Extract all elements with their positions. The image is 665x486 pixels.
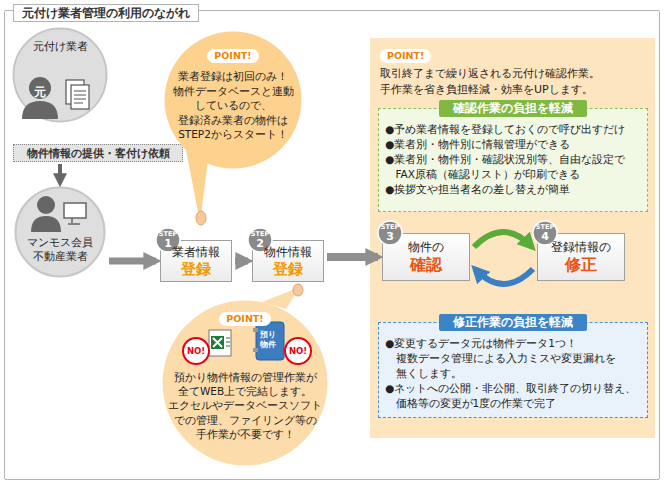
point-tag: POINT!	[380, 49, 431, 63]
circle-shape	[16, 188, 105, 277]
drawing-part	[256, 322, 284, 360]
step-badge-word: STEP	[381, 224, 399, 231]
hand-icon	[196, 211, 206, 225]
benefit-box: 修正作業の負担を軽減●変更するデータ元は物件データ1つ！ 複数データ管理による入…	[378, 322, 648, 418]
flow-arrow	[235, 258, 248, 265]
step-action: 修正	[565, 255, 597, 274]
step-badge: STEP3	[377, 220, 403, 246]
drawing-part	[37, 196, 55, 214]
drawing-part	[29, 77, 51, 99]
step-label: 物件情報	[264, 245, 312, 260]
flow-arrow	[327, 253, 378, 261]
bullet-text: ●挨拶文や担当者名の差し替えが簡単	[385, 182, 641, 197]
callout-tail	[186, 150, 208, 222]
drawing-part	[68, 218, 80, 224]
band-label: 物件情報の提供・客付け依頼	[18, 146, 178, 161]
callout-text: 預かり物件情報の管理作業が 全てWEB上で完結します。 エクセルやデータベースソ…	[168, 370, 322, 441]
flow-arrow	[474, 232, 532, 247]
point-tag: POINT!	[207, 49, 258, 63]
flow-arrow	[475, 269, 533, 284]
document-icon	[66, 80, 89, 109]
bullet-text: ●業者別・物件別・確認状況別等、自由な設定で FAX原稿（確認リスト）が印刷でき…	[385, 152, 641, 182]
excel-icon	[209, 330, 231, 356]
drawing-part	[74, 91, 86, 103]
step-number: 4	[541, 231, 549, 242]
step-action: 確認	[410, 255, 442, 274]
flow-arrow	[58, 164, 62, 183]
process-box: STEP4登録情報の修正	[537, 233, 625, 281]
box-heading: 修正作業の負担を軽減	[439, 314, 587, 331]
process-box: STEP2物件情報登録	[252, 240, 324, 282]
label-holder: 元	[34, 81, 46, 100]
drawing-part	[213, 338, 222, 347]
diagram-title: 元付け業者管理の利用のながれ	[13, 4, 199, 22]
step-badge-word: STEP	[159, 231, 177, 238]
drawing-part	[31, 216, 61, 232]
point-callout: POINT! 預かり物件情報の管理作業が 全てWEB上で完結します。 エクセルやデ…	[161, 299, 329, 467]
person-icon	[22, 77, 58, 119]
outer-frame: 元付け業者管理の利用のながれ元付け業者物件情報の提供・客付け依頼マンモス会員 不…	[4, 10, 660, 480]
actor-label: 元付け業者	[12, 27, 108, 54]
drawing-part	[71, 85, 89, 109]
point-text: 取引終了まで繰り返される元付け確認作業。 手作業を省き負担軽減・効率をUPします…	[380, 66, 645, 98]
box-heading: 確認作業の負担を軽減	[439, 100, 587, 117]
step-badge-word: STEP	[536, 224, 554, 231]
drawing-part	[211, 336, 224, 349]
no-badge: NO!	[182, 337, 210, 365]
drawing-part	[22, 101, 58, 119]
point-callout: POINT! 業者登録は初回のみ！ 物件データベースと連動 しているので、 登録済…	[163, 30, 303, 170]
step-number: 3	[386, 231, 394, 242]
drawing-part	[209, 330, 231, 356]
bullet-text: ●予め業者情報を登録しておくので呼び出すだけ	[385, 122, 641, 137]
label-holder: NO!	[182, 337, 210, 365]
drawing-part	[226, 338, 230, 346]
drawing-part	[253, 328, 258, 332]
callout-text: 業者登録は初回のみ！ 物件データベースと連動 しているので、 登録済み業者の物件…	[170, 69, 296, 142]
icon-letter: 元	[34, 85, 46, 99]
member-icon	[31, 196, 86, 232]
binder-icon	[253, 322, 284, 360]
binder-label: 預り物件	[260, 330, 277, 350]
drawing-part	[64, 203, 86, 218]
bullet-text: ●変更するデータ元は物件データ1つ！ 複数データ管理による入力ミスや変更漏れを …	[385, 336, 641, 381]
step-label: 物件の	[408, 240, 444, 255]
step-action: 登録	[181, 260, 211, 278]
step-number: 1	[164, 238, 172, 249]
step-action: 登録	[273, 260, 303, 278]
point-tag: POINT!	[219, 312, 270, 326]
circle-shape	[165, 32, 302, 169]
step-badge-word: STEP	[251, 231, 269, 238]
step-label: 登録情報の	[551, 240, 611, 255]
label-holder: 預り物件	[260, 330, 277, 351]
step-number: 2	[256, 238, 264, 249]
process-box: STEP1業者情報登録	[160, 240, 232, 282]
no-badge: NO!	[284, 337, 312, 365]
label-holder: NO!	[284, 337, 312, 365]
point-panel: POINT! 取引終了まで繰り返される元付け確認作業。 手作業を省き負担軽減・効率…	[370, 38, 655, 438]
step-label: 業者情報	[172, 245, 220, 260]
circle-shape	[163, 301, 328, 466]
benefit-box: 確認作業の負担を軽減●予め業者情報を登録しておくので呼び出すだけ●業者別・物件別…	[378, 108, 648, 212]
badge-shape	[378, 221, 402, 245]
actor-label: マンモス会員 不動産業者	[24, 236, 96, 264]
flow-arrow	[109, 258, 156, 265]
bullet-text: ●業者別・物件別に情報管理ができる	[385, 137, 641, 152]
drawing-part	[253, 348, 258, 352]
process-box: STEP3物件の確認	[382, 233, 470, 281]
bullet-text: ●ネットへの公開・非公開、取引終了の切り替え、 価格等の変更が1度の作業で完了	[385, 381, 641, 411]
info-band: 物件情報の提供・客付け依頼	[13, 144, 183, 162]
hand-icon	[293, 284, 303, 296]
